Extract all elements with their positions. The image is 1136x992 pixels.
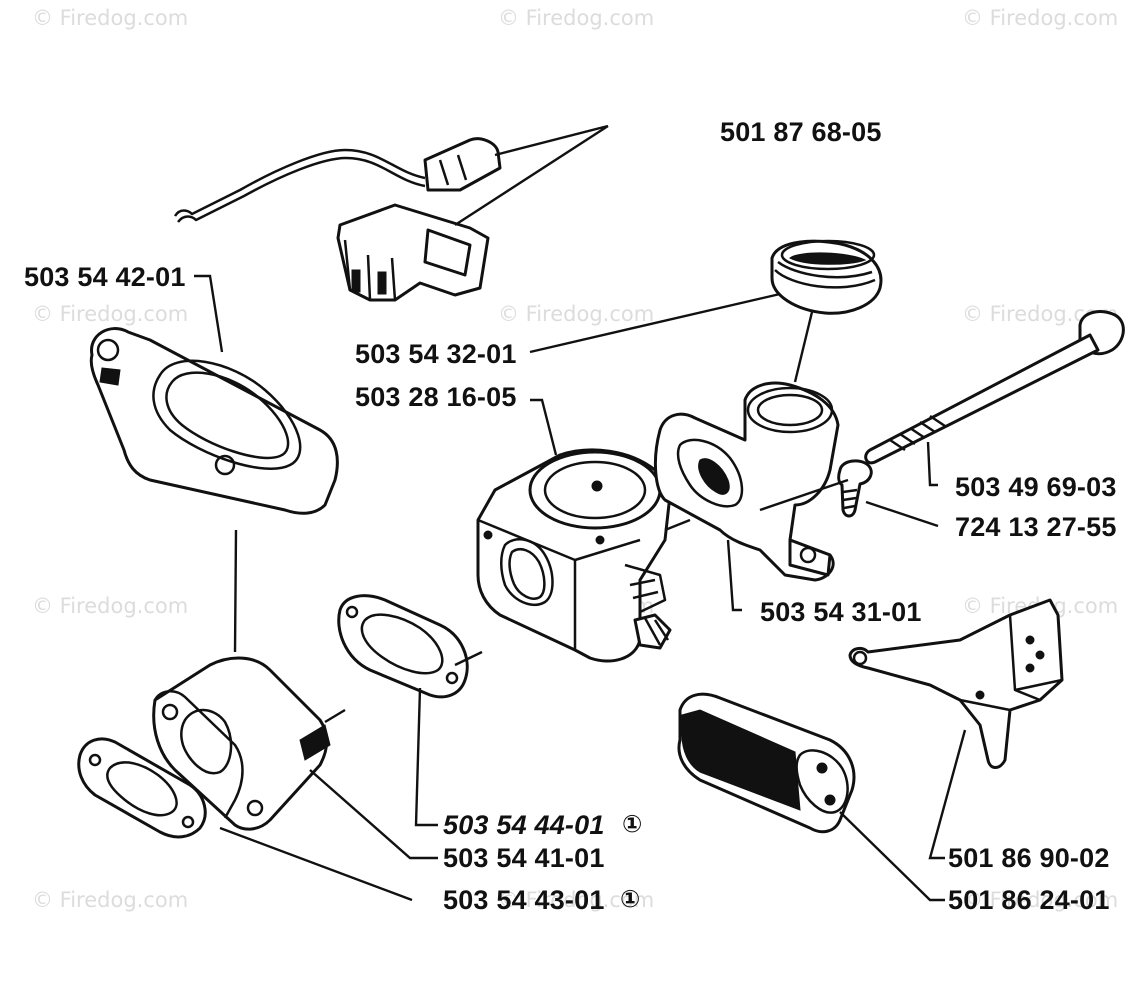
carburetor-elbow xyxy=(654,381,840,582)
carburetor xyxy=(476,448,672,663)
part-number-label: 501 87 68-05 xyxy=(720,117,882,147)
watermark: © Firedog.com xyxy=(498,302,655,326)
intake-spacer-block xyxy=(152,656,331,831)
part-number-label: 503 54 31-01 xyxy=(760,597,922,627)
footnote-marker: ① xyxy=(620,885,641,913)
part-number-label: 503 28 16-05 xyxy=(355,382,517,412)
watermark: © Firedog.com xyxy=(32,888,189,912)
part-number-label: 503 54 44-01 xyxy=(443,810,605,840)
watermark: © Firedog.com xyxy=(32,6,189,30)
leader-lines xyxy=(194,124,967,902)
watermark: © Firedog.com xyxy=(32,594,189,618)
part-number-label: 724 13 27-55 xyxy=(955,512,1117,542)
part-number-label: 501 86 24-01 xyxy=(948,885,1110,915)
part-number-label: 503 54 43-01 xyxy=(443,885,605,915)
watermark: © Firedog.com xyxy=(962,888,1119,912)
part-number-label: 501 86 90-02 xyxy=(948,843,1110,873)
part-number-label: 503 54 41-01 xyxy=(443,843,605,873)
part-number-label: 503 54 32-01 xyxy=(355,339,517,369)
rubber-boot xyxy=(770,239,883,315)
air-filter xyxy=(677,692,856,834)
part-number-label: 503 54 42-01 xyxy=(24,262,186,292)
footnote-marker: ① xyxy=(622,810,643,838)
part-number-label: 503 49 69-03 xyxy=(955,472,1117,502)
small-screw xyxy=(837,459,873,518)
intake-gasket-small xyxy=(77,737,207,839)
intake-gasket-large xyxy=(89,327,339,515)
watermark: © Firedog.com xyxy=(498,888,655,912)
watermark: © Firedog.com xyxy=(962,6,1119,30)
wire-switch-assembly xyxy=(173,137,502,302)
watermark: © Firedog.com xyxy=(32,302,189,326)
watermark: © Firedog.com xyxy=(498,6,655,30)
long-bolt xyxy=(864,310,1125,465)
lever-bracket xyxy=(848,598,1064,769)
carburetor-gasket xyxy=(337,594,469,699)
